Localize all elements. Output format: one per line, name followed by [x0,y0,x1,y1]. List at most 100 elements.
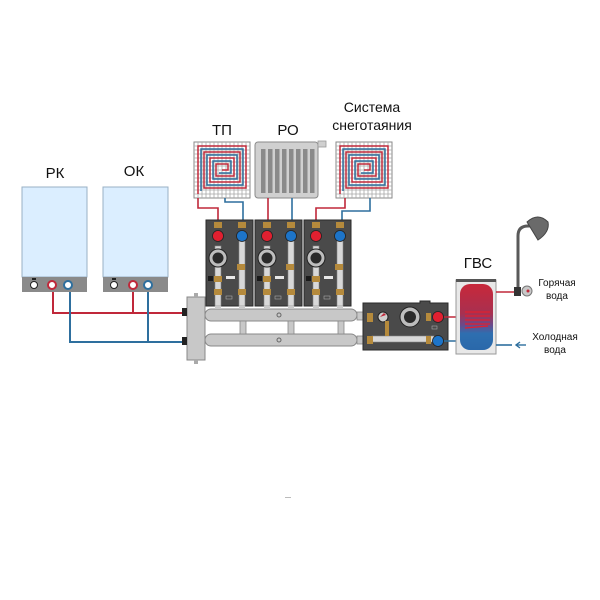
heating-coil [339,145,389,194]
dhw-pump-module [356,300,449,351]
boiler-rk-connector-hot [47,280,57,290]
brass-fitting [336,289,344,295]
module-outlet [239,306,245,309]
radiator-fin [289,149,294,193]
pump-module-1 [205,219,254,309]
brass-fitting [336,222,344,228]
circuit-radiator-label: РО [277,122,298,139]
module-outlet [215,306,221,309]
return-pipe-boilers [69,292,186,343]
module-label-plate [225,295,233,300]
bypass-valve [275,276,284,279]
brass-fitting [263,276,271,282]
boiler-rk-connector-gas [30,278,38,289]
brass-fitting [312,276,320,282]
brass-fitting [263,222,271,228]
return-tube [287,235,295,307]
thermometer-hot-icon [310,230,322,242]
brass-fitting [214,276,222,282]
hot-water-label-1: Горячая [538,278,575,289]
pump-rotor [261,252,273,264]
boiler-rk: РК [21,165,88,292]
supply-pipe-boilers [52,292,186,314]
dhw-valve-icon [377,311,389,323]
dhw-thermometer-hot [432,311,444,323]
heating-coil [200,148,244,191]
brass-fitting [312,222,320,228]
boiler-rk-label: РК [46,165,65,182]
module-outlet [313,306,319,309]
dhw-label: ГВС [464,255,493,272]
cold-water-label-1: Холодная [532,332,578,343]
boiler-ok-connector-cold [143,280,153,290]
separator-inlet-hot [182,308,187,316]
radiator-fin [261,149,266,193]
thermometer-cold-icon [236,230,248,242]
dhw-tank: ГВС [455,255,497,355]
hydraulic-separator [186,296,206,361]
brass-fitting [238,289,246,295]
dhw-tank-coil [464,311,490,329]
radiator-fin [310,149,315,193]
bypass-valve [324,276,333,279]
dhw-tank-water [460,284,493,350]
boiler-rk-connector-cold [63,280,73,290]
radiator-fin [268,149,273,193]
stray-mark [285,497,291,498]
brass-fitting [335,264,343,270]
shower-icon [514,216,549,297]
boiler-ok-body [102,186,169,278]
brass-fitting [238,222,246,228]
pump-rotor [310,252,322,264]
valve-handle [257,276,262,281]
return-tube [336,235,344,307]
cold-water-arrow-icon [514,341,526,349]
pump-module-2 [254,219,303,309]
thermometer-cold-icon [334,230,346,242]
module-outlet [337,306,343,309]
pump-module-3 [303,219,352,309]
cold-water-label-2: вода [544,345,566,356]
boiler-ok-connector-hot [128,280,138,290]
valve-handle [208,276,213,281]
return-tube [238,235,246,307]
radiator-fin [303,149,308,193]
radiator-valve-icon [317,140,327,148]
thermometer-hot-icon [212,230,224,242]
boiler-ok: ОК [102,163,169,292]
circuit-pipes [197,198,371,222]
brass-fitting [312,289,320,295]
brass-fitting [263,289,271,295]
module-label-plate [323,295,331,300]
brass-fitting [286,264,294,270]
heating-coil [342,148,386,191]
radiator [254,140,327,199]
separator-inlet-cold [182,337,187,345]
valve-handle [306,276,311,281]
hydraulic-manifold [182,293,358,364]
module-outlet [264,306,270,309]
brass-fitting [287,289,295,295]
brass-fitting [214,289,222,295]
thermometer-hot-icon [261,230,273,242]
brass-fitting [287,222,295,228]
pump-rotor [212,252,224,264]
heating-coil [197,145,247,194]
underfloor-heating-panel [193,141,251,199]
boiler-ok-connector-gas [110,278,118,289]
boiler-pipes [52,292,186,343]
radiator-fin [282,149,287,193]
circuit-snow-label-1: Система [344,99,401,115]
hot-water-label-2: вода [546,291,568,302]
radiator-fin [275,149,280,193]
dhw-thermometer-cold [432,335,444,347]
circuit-floor-label: ТП [212,122,232,139]
snow-melting-panel [335,141,393,199]
brass-fitting [214,222,222,228]
boiler-ok-label: ОК [124,163,145,180]
brass-fitting [237,264,245,270]
module-label-plate [274,295,282,300]
thermometer-cold-icon [285,230,297,242]
bypass-valve [226,276,235,279]
